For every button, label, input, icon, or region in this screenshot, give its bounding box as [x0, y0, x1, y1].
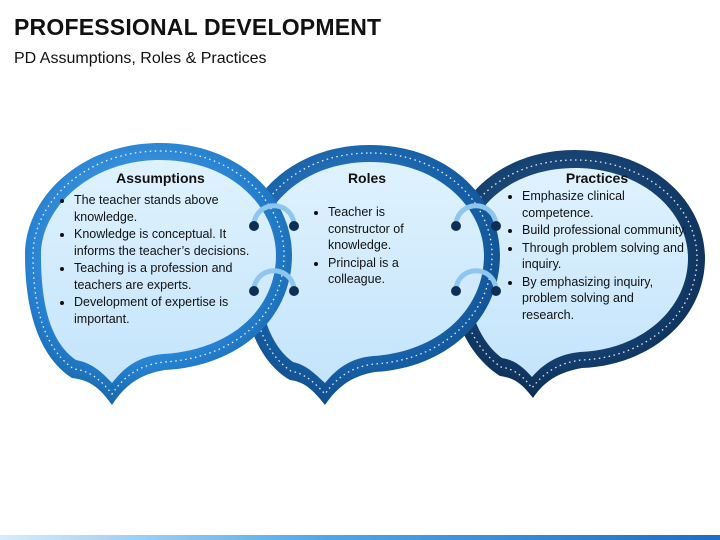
roles-stitch	[248, 152, 493, 396]
list-item: Emphasize clinical competence.	[522, 188, 688, 221]
roles-heading: Roles	[347, 170, 387, 186]
assumptions-list: The teacher stands above knowledge. Know…	[58, 192, 263, 327]
connector-assumptions-roles-bottom	[249, 268, 299, 296]
list-item: Knowledge is conceptual. It informs the …	[74, 226, 263, 259]
list-item: Development of expertise is important.	[74, 294, 263, 327]
list-item: Teacher is constructor of knowledge.	[328, 204, 422, 254]
roles-inner	[257, 162, 484, 383]
list-item: The teacher stands above knowledge.	[74, 192, 263, 225]
page-title: PROFESSIONAL DEVELOPMENT	[14, 14, 382, 40]
connector-assumptions-roles-top	[249, 203, 299, 231]
list-item: Through problem solving and inquiry.	[522, 240, 688, 273]
practices-heading: Practices	[565, 170, 629, 186]
roles-bubble	[240, 145, 500, 405]
assumptions-content: Assumptions The teacher stands above kno…	[58, 170, 263, 328]
roles-list: Teacher is constructor of knowledge. Pri…	[312, 204, 422, 288]
list-item: Build professional community.	[522, 222, 688, 239]
assumptions-inner	[41, 160, 276, 383]
bottom-accent-bar	[0, 535, 720, 540]
list-item: Teaching is a profession and teachers ar…	[74, 260, 263, 293]
practices-content: Practices Emphasize clinical competence.…	[506, 170, 688, 324]
assumptions-stitch	[32, 150, 285, 396]
page-subtitle: PD Assumptions, Roles & Practices	[14, 50, 267, 67]
practices-bubble	[448, 150, 705, 398]
list-item: By emphasizing inquiry, problem solving …	[522, 274, 688, 324]
assumptions-bubble	[25, 143, 292, 405]
roles-content: Roles Teacher is constructor of knowledg…	[312, 170, 422, 289]
connector-roles-practices-bottom	[451, 268, 501, 296]
list-item: Principal is a colleague.	[328, 255, 422, 288]
connector-roles-practices-top	[451, 203, 501, 231]
practices-inner	[465, 168, 688, 377]
practices-list: Emphasize clinical competence. Build pro…	[506, 188, 688, 323]
assumptions-heading: Assumptions	[116, 170, 205, 186]
